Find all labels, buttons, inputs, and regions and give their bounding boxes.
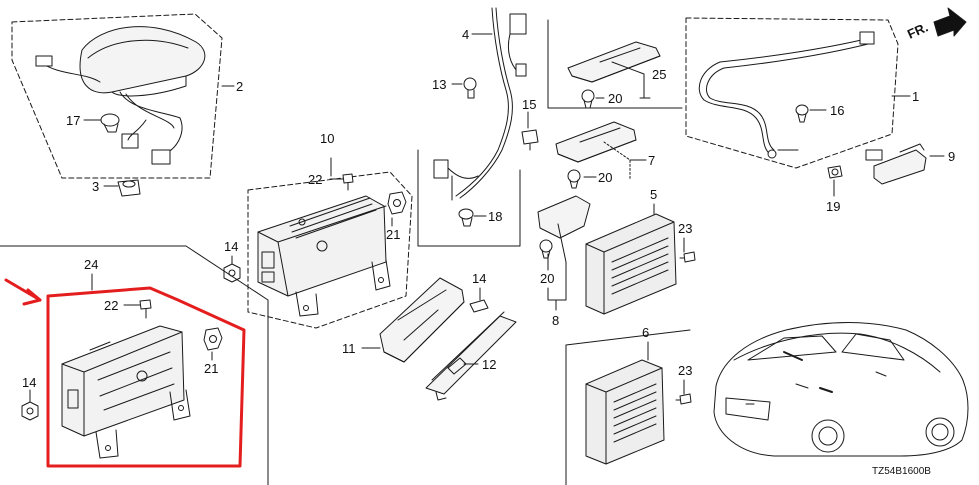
- radio-module: [257, 195, 391, 317]
- clip-20-a: [581, 89, 595, 109]
- antenna-group-outline: [11, 13, 223, 179]
- callout-14-a: 14: [224, 239, 239, 254]
- callout-22-a: 22: [308, 172, 323, 187]
- callout-21-a: 21: [386, 227, 401, 242]
- nut-21-b: [203, 327, 223, 351]
- callout-2: 2: [236, 79, 244, 94]
- callout-18: 18: [488, 209, 503, 224]
- nut-14-b: [21, 401, 39, 421]
- screw-22-b: [139, 299, 152, 319]
- amplifier-5: [585, 213, 677, 315]
- callout-25: 25: [652, 67, 667, 82]
- front-direction-arrow: [933, 7, 967, 37]
- nut-14-a: [223, 263, 241, 283]
- clip-18: [458, 208, 474, 227]
- highlight-arrow: [4, 278, 42, 306]
- cable-1: [698, 31, 875, 159]
- callout-17: 17: [66, 113, 81, 128]
- callout-8: 8: [552, 313, 560, 328]
- clip-13: [463, 77, 477, 99]
- callout-14-b: 14: [22, 375, 37, 390]
- bracket-9: [865, 143, 927, 185]
- callout-23-b: 23: [678, 363, 693, 378]
- nut-21-a: [387, 191, 407, 215]
- audio-unit-24: [61, 325, 191, 459]
- callout-3: 3: [92, 179, 100, 194]
- bracket-8: [537, 195, 591, 263]
- cable-4: [433, 7, 527, 201]
- clip-20-b: [567, 169, 581, 189]
- clip-14-c: [469, 299, 489, 313]
- callout-7: 7: [648, 153, 656, 168]
- screw-22-a: [342, 173, 354, 191]
- bracket-12: [425, 311, 517, 401]
- callout-13: 13: [432, 77, 447, 92]
- callout-6: 6: [642, 325, 650, 340]
- bracket-7: [555, 121, 637, 163]
- amplifier-6: [585, 359, 665, 465]
- callout-11: 11: [342, 341, 356, 356]
- clip-17: [100, 113, 120, 133]
- bracket-11: [379, 277, 465, 363]
- callout-22-b: 22: [104, 298, 119, 313]
- callout-12: 12: [482, 357, 497, 372]
- callout-4: 4: [462, 27, 470, 42]
- screw-23-a: [679, 251, 696, 263]
- grommet-3: [117, 179, 141, 197]
- callout-21-b: 21: [204, 361, 219, 376]
- callout-10: 10: [320, 131, 335, 146]
- callout-15: 15: [522, 97, 537, 112]
- callout-5: 5: [650, 187, 658, 202]
- bolt-19: [827, 165, 843, 179]
- callout-1: 1: [912, 89, 920, 104]
- callout-23-a: 23: [678, 221, 693, 236]
- section-lines: [0, 19, 691, 485]
- radio-group-outline: [247, 171, 413, 329]
- callout-9: 9: [948, 149, 956, 164]
- callout-20-b: 20: [598, 170, 613, 185]
- clip-20-c: [539, 239, 553, 259]
- cable-group-outline: [685, 17, 899, 169]
- highlight-box: [46, 286, 246, 468]
- screw-23-b: [675, 393, 692, 405]
- callout-16: 16: [830, 103, 845, 118]
- callout-19: 19: [826, 199, 841, 214]
- vehicle-silhouette: [713, 322, 969, 457]
- callout-24: 24: [84, 257, 99, 272]
- clip-16: [795, 104, 809, 123]
- diagram-code: TZ54B1600B: [872, 466, 931, 477]
- callout-20-c: 20: [540, 271, 555, 286]
- callout-20-a: 20: [608, 91, 623, 106]
- callout-14-c: 14: [472, 271, 487, 286]
- bracket-25: [567, 41, 661, 83]
- connector-15: [521, 129, 539, 151]
- shark-fin-antenna: [35, 26, 206, 165]
